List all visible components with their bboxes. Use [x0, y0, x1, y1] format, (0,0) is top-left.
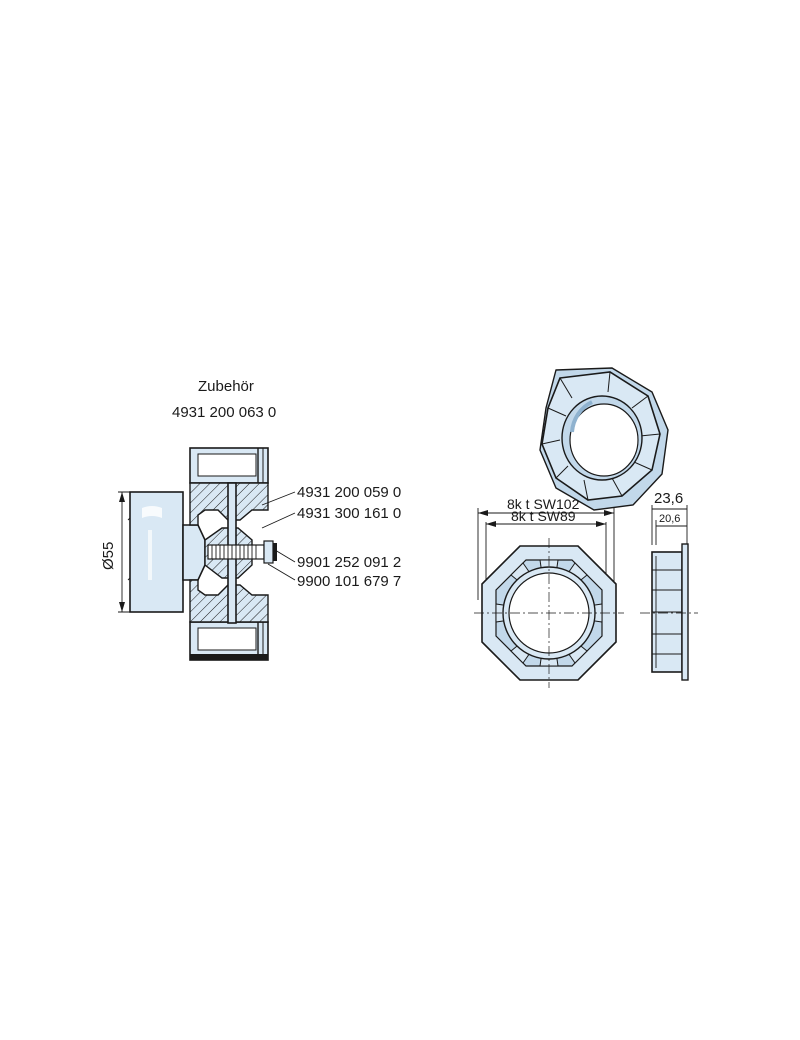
part-number-label: 4931 200 059 0 — [297, 484, 401, 501]
depth-dimensions: 23,6 20,6 — [651, 490, 688, 545]
side-view: 23,6 20,6 — [640, 490, 698, 681]
flange-depth-label: 20,6 — [659, 513, 680, 525]
tube-shaft — [129, 491, 184, 613]
outer-width-label: 8k t SW102 — [507, 496, 580, 512]
accessory-heading: Zubehör — [198, 378, 254, 395]
adapter-neck — [182, 524, 206, 581]
isometric-octagon-ring — [539, 367, 669, 511]
inner-width-label: 8k t SW89 — [511, 508, 576, 524]
part-number-label: 9900 101 679 7 — [297, 573, 401, 590]
part-number-label: 4931 300 161 0 — [297, 505, 401, 522]
total-depth-label: 23,6 — [654, 490, 683, 507]
drum-bottom — [189, 621, 269, 661]
accessory-number: 4931 200 063 0 — [172, 404, 276, 421]
part-number-label: 9901 252 091 2 — [297, 554, 401, 571]
front-view-octagon: 8k t SW102 8k t SW89 — [474, 496, 624, 688]
diameter-label: Ø55 — [100, 542, 117, 570]
section-view: Zubehör 4931 200 063 0 Ø55 — [100, 378, 401, 661]
leader-lines — [261, 491, 296, 581]
drum-top — [189, 447, 269, 484]
screw — [207, 540, 277, 564]
